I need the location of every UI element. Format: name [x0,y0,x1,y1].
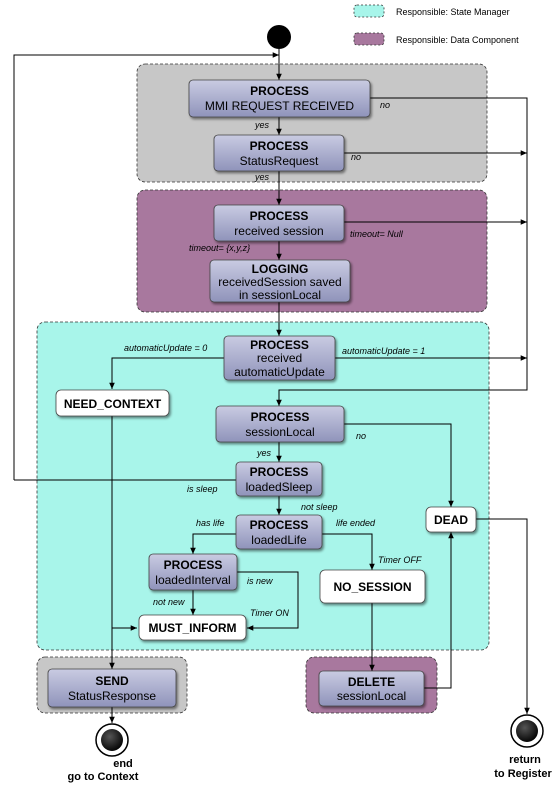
need-context-label: NEED_CONTEXT [64,397,162,411]
edge-label-not-sleep: not sleep [301,502,338,512]
send-subtitle: StatusResponse [68,689,156,703]
edge-label-is-sleep: is sleep [187,484,218,494]
edge-auto-update-0 [109,357,224,389]
edge-label-timer-on: Timer ON [250,608,289,618]
edge-label-timer-off: Timer OFF [378,555,422,565]
legend: Responsible: State Manager Responsible: … [353,4,519,46]
return-label-line2: to Register [494,768,552,780]
edge-label-status-no: no [351,152,361,162]
edge-label-mmi-yes: yes [254,120,270,130]
delete-title: DELETE [348,675,395,689]
node-loaded-life [235,514,323,550]
loaded-life-subtitle: loadedLife [251,533,307,547]
end-label-line2: go to Context [68,771,139,783]
edge-is-new [237,571,299,631]
node-loaded-sleep [235,461,323,497]
loaded-sleep-subtitle: loadedSleep [246,480,313,494]
logging-line1: receivedSession saved [218,275,341,289]
edge-mmi-no [276,97,528,406]
edge-label-session-no: no [356,431,366,441]
edge-label-status-yes: yes [254,172,270,182]
end-label-line1: end [113,758,133,770]
loaded-interval-subtitle: loadedInterval [155,573,230,587]
edge-label-mmi-no: no [380,100,390,110]
loaded-interval-title: PROCESS [164,558,223,572]
node-received-auto-update [223,335,336,381]
legend-data-component-label: Responsible: Data Component [396,35,519,45]
session-local-title: PROCESS [251,410,310,424]
edge-has-life [190,533,236,554]
edge-session-local-no [344,423,454,507]
delete-subtitle: sessionLocal [337,689,406,703]
node-must-inform [138,614,247,641]
edge-label-is-new: is new [247,576,273,586]
node-dead [425,506,477,533]
legend-data-component-swatch [353,32,385,46]
node-session-local [215,405,345,443]
loaded-sleep-title: PROCESS [250,465,309,479]
legend-state-manager-swatch [353,4,385,18]
status-request-title: PROCESS [250,139,309,153]
mmi-request-subtitle: MMI REQUEST RECEIVED [205,99,354,113]
node-need-context [55,389,170,417]
edge-label-session-yes: yes [256,448,272,458]
status-request-subtitle: StatusRequest [240,154,319,168]
send-title: SEND [95,674,129,688]
node-loaded-interval [148,553,238,591]
node-delete [318,670,425,707]
received-session-subtitle: received session [234,224,323,238]
received-session-title: PROCESS [250,209,309,223]
edge-labels: no yes no yes timeout= {x,y,z} timeout= … [124,100,425,618]
edge-label-has-life: has life [196,518,225,528]
edge-label-timeout-xyz: timeout= {x,y,z} [189,243,250,253]
must-inform-label: MUST_INFORM [149,621,237,635]
loaded-life-title: PROCESS [250,518,309,532]
edge-life-ended [322,533,375,570]
logging-title: LOGGING [252,262,309,276]
dead-label: DEAD [434,513,468,527]
node-send [47,668,177,708]
start-node [267,25,291,49]
received-auto-update-line1: received [257,351,302,365]
node-received-session [213,204,345,242]
node-logging [209,259,351,303]
edge-label-auto-update-0: automaticUpdate = 0 [124,343,207,353]
edge-sleep-loop [13,55,279,481]
node-mmi-request [188,79,371,118]
edge-delete-dead [424,532,454,689]
received-auto-update-line2: automaticUpdate [234,365,325,379]
received-auto-update-title: PROCESS [250,338,309,352]
edge-label-life-ended: life ended [336,518,376,528]
legend-state-manager-label: Responsible: State Manager [396,7,510,17]
no-session-label: NO_SESSION [333,580,411,594]
end-node [95,723,129,757]
node-status-request [213,134,345,172]
mmi-request-title: PROCESS [250,84,309,98]
edge-label-not-new: not new [153,597,185,607]
edges [13,49,530,723]
return-node [510,714,544,748]
logging-line2: in sessionLocal [239,288,321,302]
node-no-session [319,569,426,604]
edge-label-timeout-null: timeout= Null [350,229,404,239]
edge-dead-return [476,518,530,714]
return-label-line1: return [509,754,541,766]
edge-label-auto-update-1: automaticUpdate = 1 [342,346,425,356]
session-local-subtitle: sessionLocal [245,425,314,439]
